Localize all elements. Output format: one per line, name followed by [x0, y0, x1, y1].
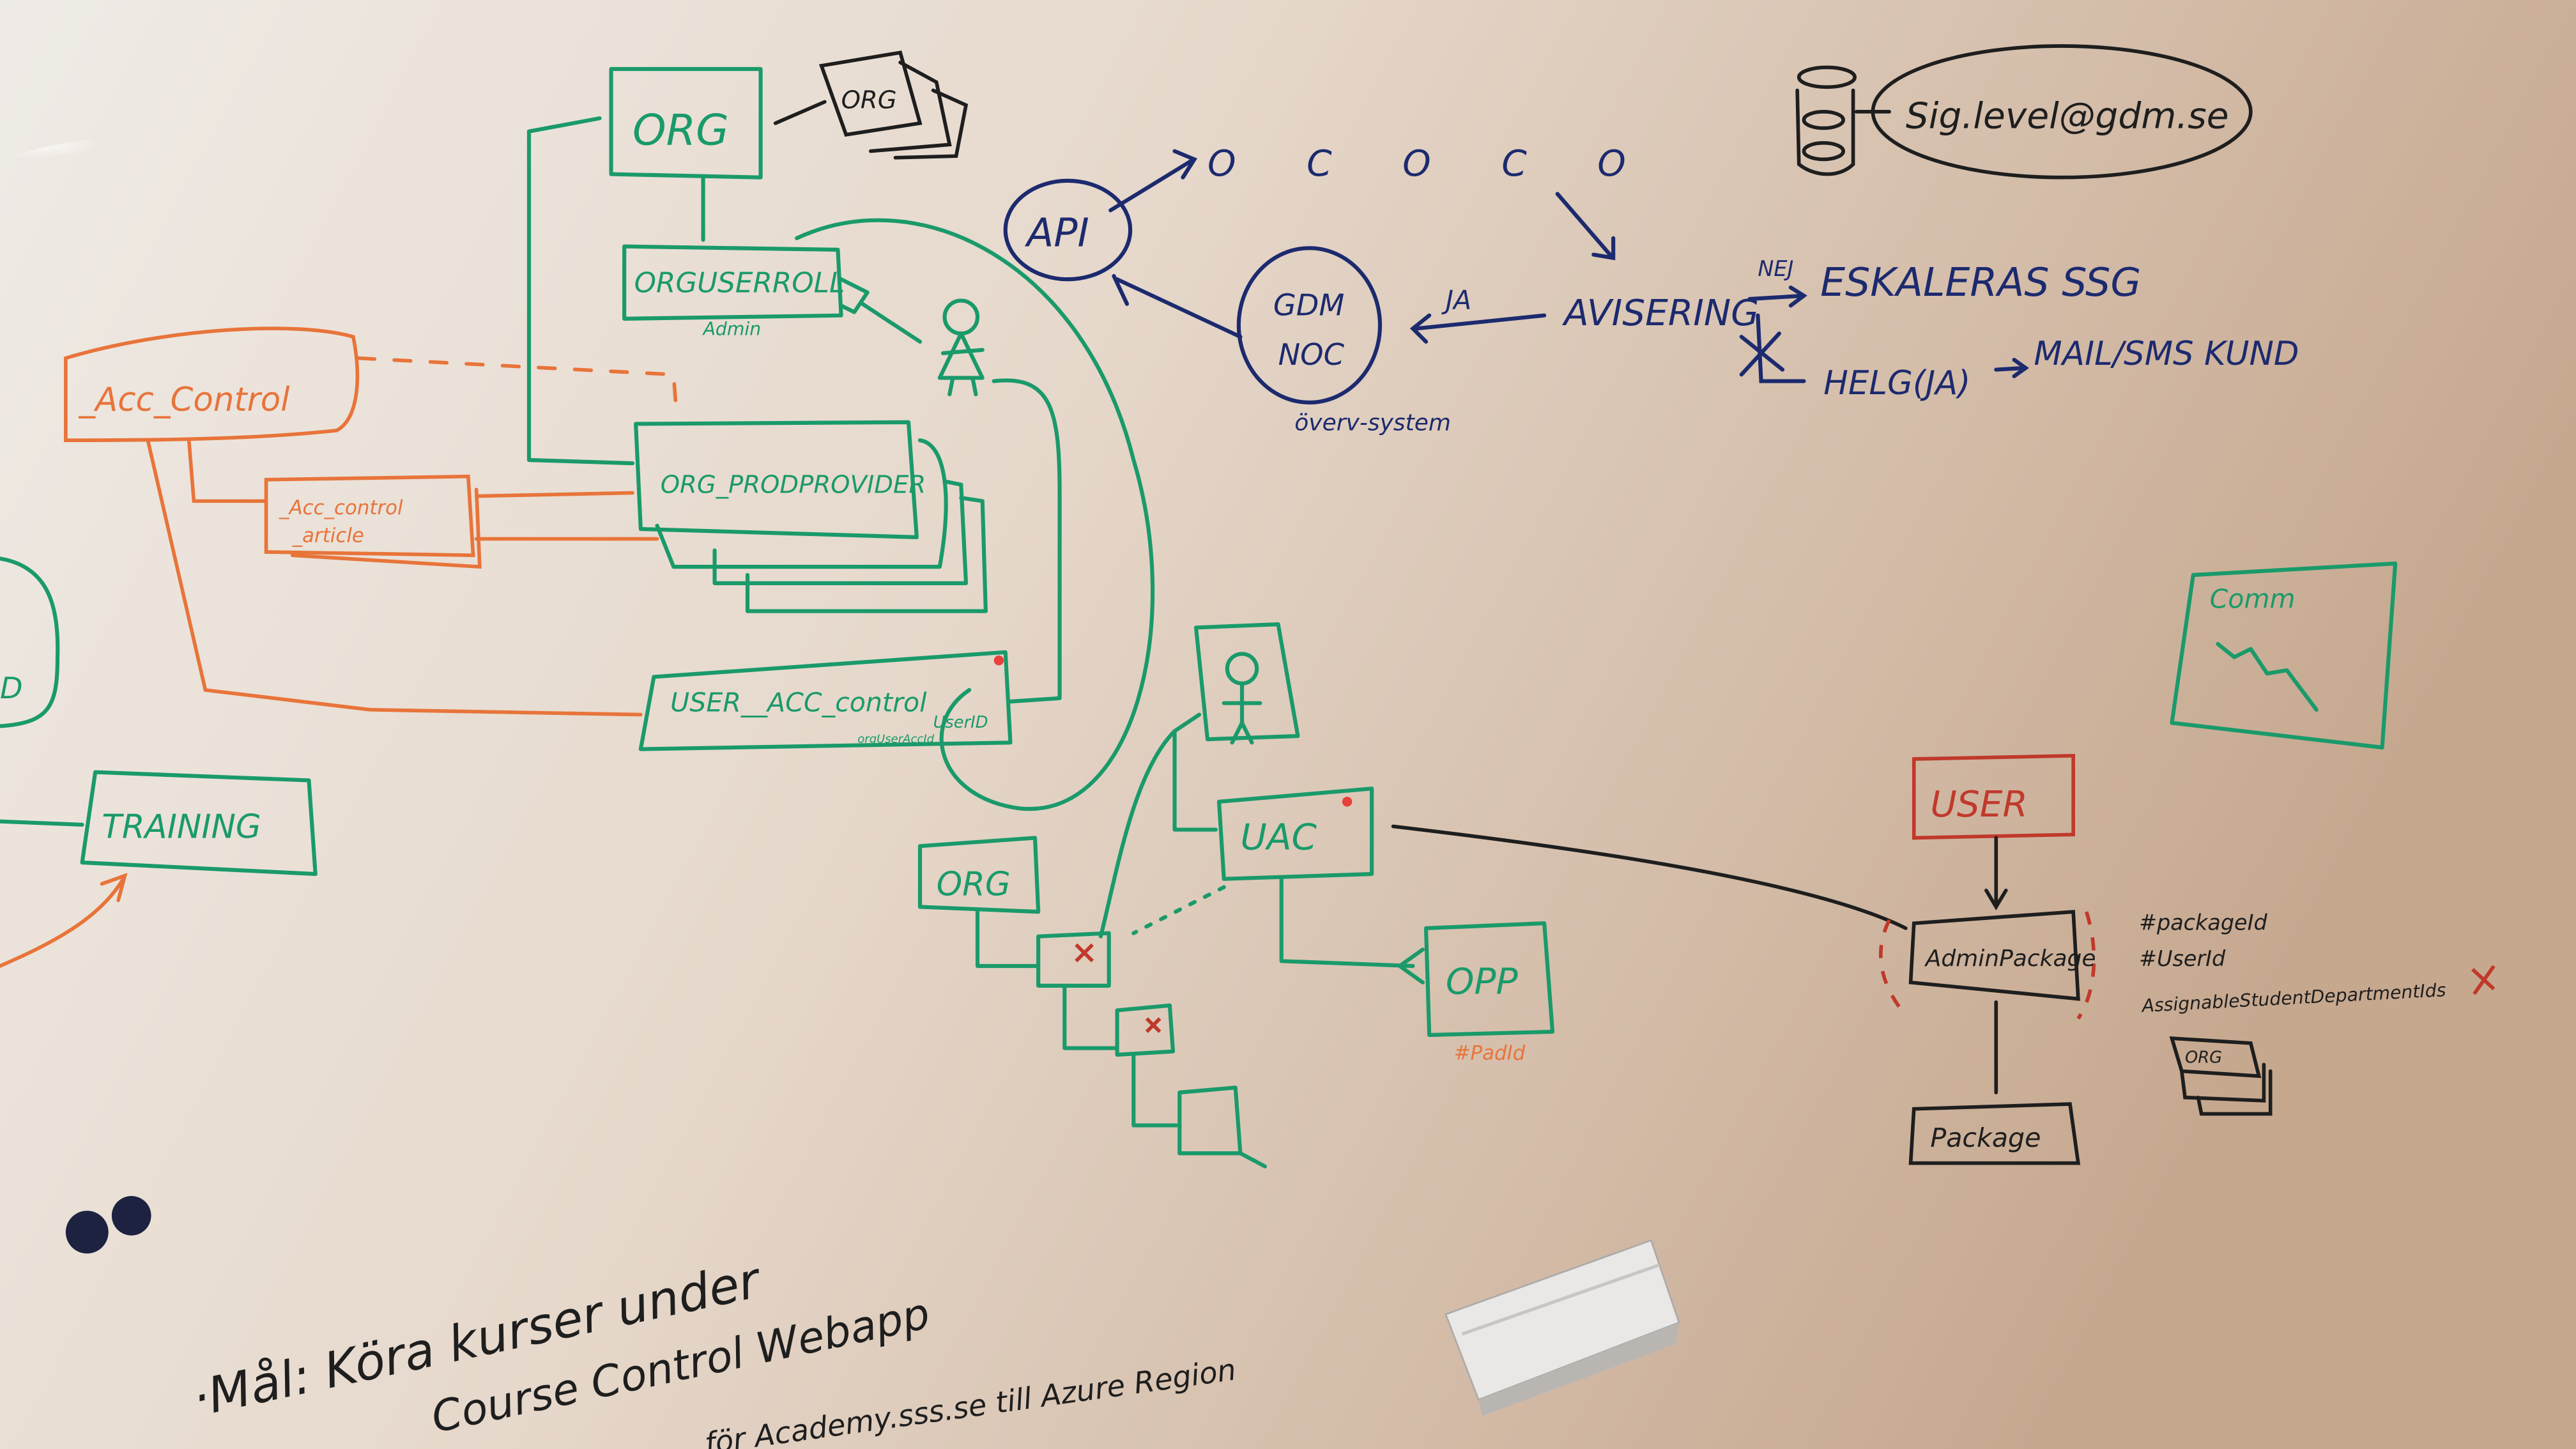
package-label: Package	[1930, 1123, 2041, 1153]
acc-control-article-label-2: _article	[292, 525, 364, 548]
pad-id-label: #PadId	[1454, 1042, 1526, 1065]
opp-entity: OPP #PadId	[1397, 921, 1555, 1065]
small-doc-label: ORG	[2185, 1048, 2222, 1068]
uac-entity: UAC	[1098, 729, 1415, 969]
uac-label: UAC	[1240, 816, 1317, 858]
user-label: USER	[1930, 783, 2027, 825]
monitoring-system-label: överv-system	[1294, 410, 1451, 436]
org-entity: ORG	[526, 66, 763, 466]
avisering-flow: AVISERING NEJ ESKALERAS SSG HELG(JA) MAI…	[1561, 256, 2299, 402]
org-prodprovider-entity: ORG_PRODPROVIDER	[634, 420, 988, 613]
doc-label: ORG	[841, 86, 897, 115]
small-document-stack-icon: ORG	[2169, 1036, 2273, 1116]
comm-label: Comm	[2210, 583, 2296, 614]
comm-box: Comm	[2170, 561, 2398, 750]
avisering-label: AVISERING	[1561, 292, 1759, 334]
nested-boxes	[1036, 931, 1268, 1169]
user-id-field: UserID	[933, 713, 988, 732]
admin-package-entity: AdminPackage	[1878, 910, 2096, 1094]
user-stick-figure-icon	[937, 298, 1062, 704]
ja-label: JA	[1441, 284, 1471, 315]
user-acc-control-label: USER__ACC_control	[670, 687, 927, 717]
helg-label: HELG(JA)	[1823, 364, 1970, 402]
org-prodprovider-label: ORG_PRODPROVIDER	[661, 470, 926, 499]
email-address: Sig.level@gdm.se	[1906, 95, 2229, 137]
api-label: API	[1024, 210, 1089, 256]
database-email-node: Sig.level@gdm.se	[1795, 44, 2253, 180]
user-figure-box	[1172, 622, 1300, 832]
database-icon	[1795, 65, 1857, 176]
eskaleras-ssg-label: ESKALERAS SSG	[1820, 259, 2141, 305]
magnet-icon	[65, 1211, 109, 1254]
noc-label: NOC	[1278, 337, 1345, 372]
acc-control-entity: _Acc_Control	[64, 326, 679, 717]
event-sequence: O C O C O	[1208, 142, 1655, 185]
admin-package-label: AdminPackage	[1924, 946, 2096, 972]
gdm-noc-node: GDM NOC överv-system JA	[1236, 246, 1547, 436]
user-acc-control-entity: USER__ACC_control UserID orgUserAccId	[638, 650, 1013, 751]
magnet-icon	[111, 1196, 151, 1236]
nej-label: NEJ	[1758, 256, 1793, 281]
document-stack-icon: ORG	[773, 50, 969, 160]
user-id-field: #UserId	[2139, 946, 2226, 971]
arrow-to-avisering	[1555, 192, 1616, 261]
training-entity: TRAINING	[0, 770, 318, 968]
mail-sms-kund-label: MAIL/SMS KUND	[2034, 335, 2299, 373]
training-label: TRAINING	[102, 808, 261, 846]
acc-control-article-label-1: _Acc_control	[279, 496, 403, 519]
gdm-label: GDM	[1273, 288, 1344, 323]
user-entity: USER	[1912, 753, 2075, 910]
left-partial-label: D	[0, 671, 23, 705]
org-small-label: ORG	[937, 865, 1011, 903]
org-user-roll-entity: ORGUSERROLL Admin	[622, 218, 1155, 811]
org-small-entity: ORG	[917, 836, 1041, 969]
uac-to-adminpackage-line	[1391, 824, 1908, 930]
org-user-acc-id-field: orgUserAccId	[857, 732, 934, 746]
package-entity: Package	[1908, 1102, 2081, 1165]
acc-control-article-entity: _Acc_control _article	[264, 474, 659, 569]
left-partial-entity: D	[0, 556, 60, 728]
opp-label: OPP	[1446, 961, 1518, 1003]
admin-label: Admin	[702, 319, 762, 340]
whiteboard-eraser[interactable]	[1445, 1239, 1680, 1416]
org-label: ORG	[632, 105, 729, 155]
org-user-roll-label: ORGUSERROLL	[634, 267, 845, 300]
api-node: API	[1003, 149, 1243, 339]
light-glare	[0, 131, 444, 230]
package-id-field: #packageId	[2139, 910, 2267, 935]
acc-control-label: _Acc_Control	[78, 381, 290, 419]
